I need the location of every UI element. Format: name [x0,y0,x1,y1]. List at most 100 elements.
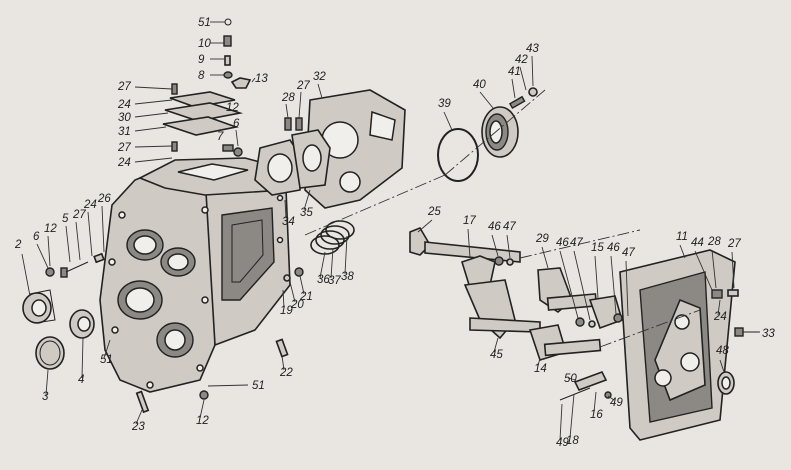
part-number-label: 42 [515,54,528,66]
callout-leader-line [317,83,323,99]
part-number-label: 27 [117,81,131,93]
callout-leader-line [541,246,549,269]
callout-leader-line [21,253,31,297]
callout-leader-line [285,103,289,119]
callout-leader-line [417,219,433,233]
callout-leader-line [319,251,326,279]
top-cover-parts [162,18,252,157]
part-number-label: 27 [117,142,131,154]
part-number-label: 51 [100,354,113,366]
callout-leader-line [199,399,205,419]
part-number-label: 35 [300,207,313,219]
callout-leader-line [679,244,686,259]
part-number-label: 7 [217,131,224,143]
part-number-label: 34 [282,216,295,228]
callout-leader-line [289,281,296,303]
callout-leader-line [719,359,725,373]
callout-leader-line [251,77,256,83]
part-number-label: 33 [762,328,775,340]
part-number-label: 32 [313,71,326,83]
callout-leader-line [45,369,49,396]
callout-leader-line [303,189,311,211]
callout-leader-line [731,251,735,289]
part-number-label: 49 [556,437,569,449]
part-number-label: 23 [131,421,145,433]
part-number-label: 43 [526,43,539,55]
callout-leader-line [506,234,511,259]
part-number-label: 17 [463,215,476,227]
callout-leader-line [625,260,629,317]
callout-leader-line [493,337,499,353]
callout-leader-line [531,55,534,87]
part-number-label: 6 [33,231,40,243]
part-number-label: 20 [290,299,304,311]
part-number-label: 51 [198,17,211,29]
part-number-label: 9 [198,54,205,66]
part-number-label: 5 [62,213,69,225]
part-number-label: 12 [44,223,57,235]
part-number-label: 24 [713,311,727,323]
callout-leader-line [134,145,173,148]
callout-leader-line [511,78,516,99]
loose-pins [135,338,289,414]
part-number-label: 47 [503,221,516,233]
part-number-label: 14 [534,363,547,375]
part-number-label: 40 [473,79,486,91]
callout-leader-line [282,289,285,309]
part-number-label: 38 [341,271,354,283]
callout-leader-line [479,91,494,109]
part-number-label: 47 [622,247,635,259]
part-number-label: 15 [591,242,604,254]
part-number-label: 51 [252,380,265,392]
part-number-label: 46 [488,221,501,233]
callout-leader-line [134,157,173,163]
part-number-label: 8 [198,70,205,82]
part-number-label: 6 [233,118,240,130]
part-number-label: 10 [198,38,211,50]
seal-cap-39-40 [437,87,538,182]
callout-leader-line [559,250,579,319]
part-number-label: 24 [117,99,131,111]
left-cover-parts [22,252,105,370]
callout-leader-line [298,91,302,119]
part-number-label: 30 [118,112,131,124]
part-number-label: 49 [610,397,623,409]
callout-leader-line [569,393,575,439]
flange-34-35 [254,117,331,196]
callout-leader-line [207,384,249,387]
part-number-label: 27 [727,238,741,250]
callout-leader-line [573,250,591,321]
callout-leader-line [711,249,717,289]
part-number-label: 27 [72,209,86,221]
part-number-label: 50 [564,373,577,385]
part-number-label: 22 [279,367,293,379]
part-number-label: 45 [490,349,503,361]
part-number-label: 31 [118,126,131,138]
callout-leader-line [134,112,169,118]
callout-leader-line [281,355,285,371]
part-number-label: 16 [590,409,603,421]
callout-leader-line [537,357,541,367]
callout-leader-line [134,86,173,90]
part-number-label: 46 [607,242,620,254]
part-number-label: 12 [226,102,239,114]
part-number-label: 28 [281,92,295,104]
part-number-label: 12 [196,415,209,427]
part-number-label: 47 [570,237,583,249]
callout-leader-line [593,391,597,413]
end-cover-11 [619,249,760,441]
callout-leader-line [443,111,453,131]
part-number-label: 2 [14,239,22,251]
gearbox-housing [99,157,291,393]
part-number-label: 11 [676,231,688,243]
callout-leader-line [87,211,93,257]
callout-leader-line [559,403,563,441]
callout-leader-line [103,339,111,359]
callout-leader-line [134,126,167,132]
part-number-label: 39 [438,98,451,110]
part-number-label: 44 [691,237,704,249]
part-number-label: 28 [707,236,721,248]
part-number-label: 4 [78,374,84,386]
part-number-label: 37 [328,275,341,287]
